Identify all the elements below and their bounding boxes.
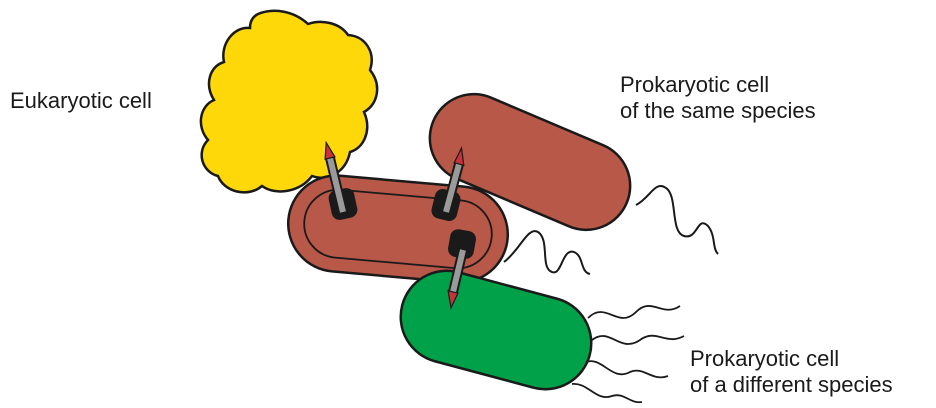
different-species-cell bbox=[390, 260, 684, 402]
label-eukaryotic-cell: Eukaryotic cell bbox=[10, 88, 152, 114]
donor-cell-body bbox=[284, 172, 512, 287]
eukaryotic-cell bbox=[201, 11, 377, 193]
donor-flagellum bbox=[504, 231, 590, 274]
label-different-species-cell: Prokaryotic cell of a different species bbox=[690, 346, 893, 398]
different-species-cell-body bbox=[390, 260, 601, 399]
different-species-flagellum-3 bbox=[586, 361, 668, 377]
label-different-species-line1: Prokaryotic cell bbox=[690, 346, 893, 372]
same-species-flagellum bbox=[636, 186, 718, 254]
label-same-species-cell: Prokaryotic cell of the same species bbox=[620, 72, 816, 124]
label-same-species-line1: Prokaryotic cell bbox=[620, 72, 816, 98]
different-species-flagellum-2 bbox=[592, 336, 684, 344]
different-species-flagellum-4 bbox=[572, 384, 642, 402]
different-species-flagellum-1 bbox=[588, 306, 680, 318]
label-same-species-line2: of the same species bbox=[620, 98, 816, 124]
label-different-species-line2: of a different species bbox=[690, 372, 893, 398]
